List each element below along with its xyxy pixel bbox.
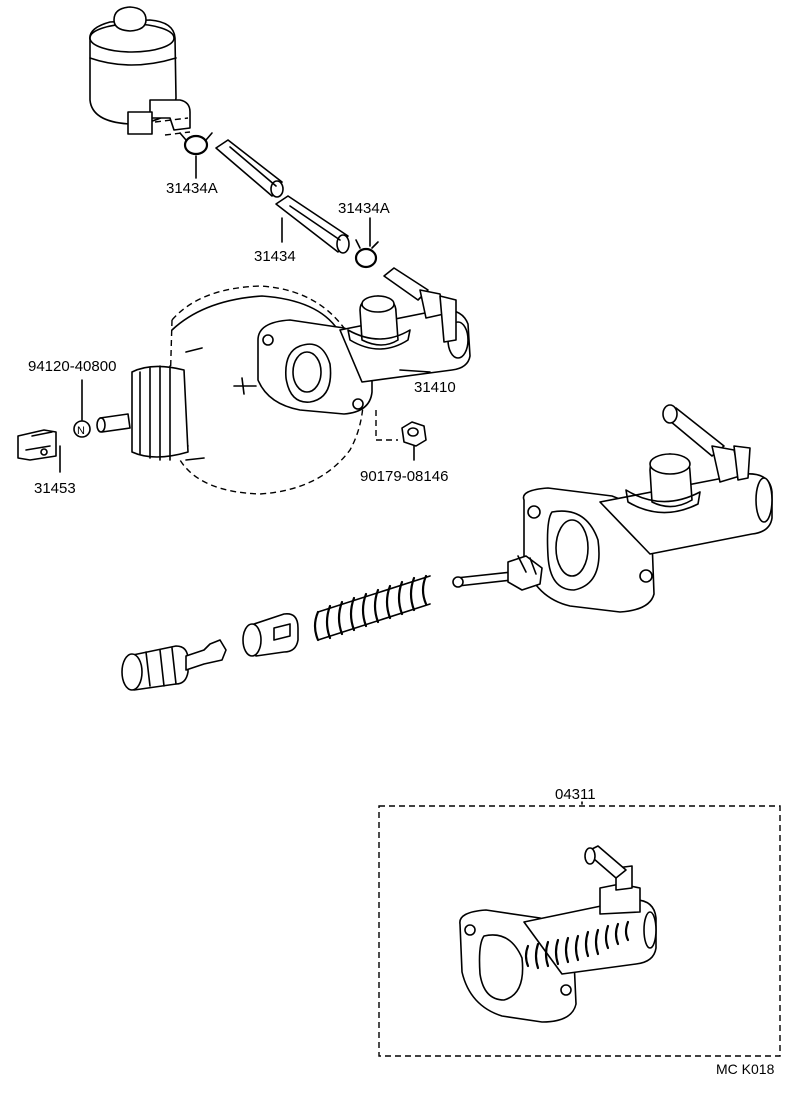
hose-clamp-lower[interactable] bbox=[354, 239, 379, 269]
callout-31434A-lower: 31434A bbox=[338, 200, 390, 217]
push-rod[interactable] bbox=[452, 555, 543, 591]
spring[interactable] bbox=[313, 574, 431, 642]
callout-90179-08146: 90179-08146 bbox=[360, 468, 448, 485]
hose-upper[interactable] bbox=[215, 139, 284, 198]
clevis-pin[interactable]: N bbox=[73, 420, 91, 438]
brake-booster bbox=[96, 285, 365, 495]
piston[interactable] bbox=[121, 639, 227, 691]
drawing-code: MC K018 bbox=[716, 1061, 775, 1077]
nut[interactable] bbox=[401, 421, 427, 447]
repair-kit-assembly[interactable] bbox=[459, 845, 657, 1023]
reservoir-tank[interactable] bbox=[89, 6, 191, 136]
hose-lower[interactable] bbox=[275, 195, 350, 254]
master-cylinder-body[interactable] bbox=[522, 404, 773, 613]
clevis[interactable] bbox=[17, 429, 57, 461]
callout-04311: 04311 bbox=[555, 786, 596, 803]
repair-kit-border bbox=[378, 805, 781, 1057]
piston-cup[interactable] bbox=[242, 612, 299, 657]
callout-31410: 31410 bbox=[414, 379, 456, 396]
hose-clamp-upper[interactable] bbox=[179, 132, 213, 156]
pin-symbol: N bbox=[77, 425, 85, 437]
callout-31434: 31434 bbox=[254, 248, 296, 265]
leader-line bbox=[399, 369, 431, 373]
callout-31434A-upper: 31434A bbox=[166, 180, 218, 197]
master-cylinder-assembled[interactable] bbox=[257, 267, 471, 441]
callout-94120-40800: 94120-40800 bbox=[28, 358, 116, 375]
callout-31453: 31453 bbox=[34, 480, 76, 497]
